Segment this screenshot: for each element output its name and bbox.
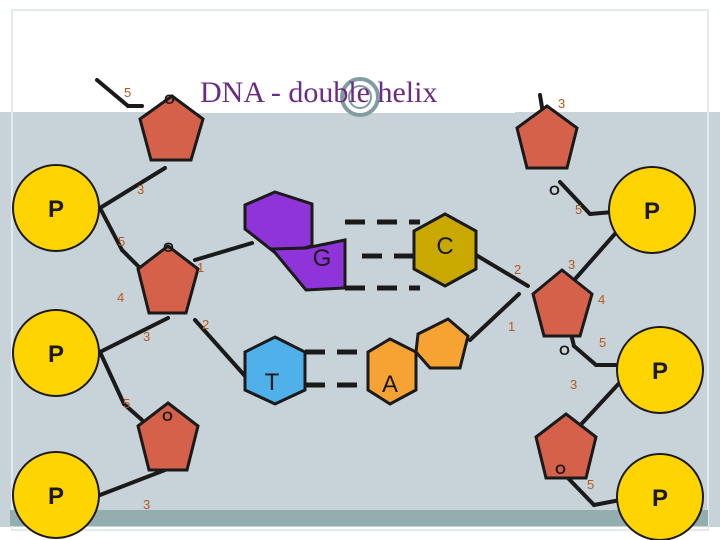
carbon-label: 5 [575,202,582,217]
carbon-label: 3 [568,257,575,272]
carbon-label: 5 [599,335,606,350]
carbon-label: 4 [117,290,124,305]
oxygen-label: O [164,91,175,107]
base-label-guanine: G [313,245,332,272]
phosphate-label: P [652,485,668,512]
carbon-label: 3 [570,377,577,392]
oxygen-label: O [163,239,174,255]
phosphate-label: P [48,341,64,368]
footer-bar [10,510,708,526]
carbon-label: 3 [143,497,150,512]
carbon-label: 2 [514,262,521,277]
carbon-label: 5 [587,477,594,492]
carbon-label: 3 [558,96,565,111]
base-label-thymine: T [265,369,280,396]
oxygen-label: O [549,182,560,198]
phosphate-label: P [644,198,660,225]
oxygen-label: O [559,342,570,358]
carbon-label: 5 [123,396,130,411]
phosphate-label: P [652,358,668,385]
carbon-label: 5 [124,85,131,100]
carbon-label: 1 [508,319,515,334]
carbon-label: 1 [197,260,204,275]
carbon-label: 3 [137,182,144,197]
carbon-label: 5 [118,234,125,249]
base-label-cytosine: C [436,233,453,260]
diagram-title: DNA - double helix [200,76,437,109]
carbon-label: 3 [143,329,150,344]
phosphate-label: P [48,196,64,223]
carbon-label: 2 [202,317,209,332]
background-band [0,112,720,527]
oxygen-label: O [555,461,566,477]
phosphate-label: P [48,483,64,510]
oxygen-label: O [162,408,173,424]
base-label-adenine: A [382,371,398,398]
carbon-label: 4 [598,292,605,307]
